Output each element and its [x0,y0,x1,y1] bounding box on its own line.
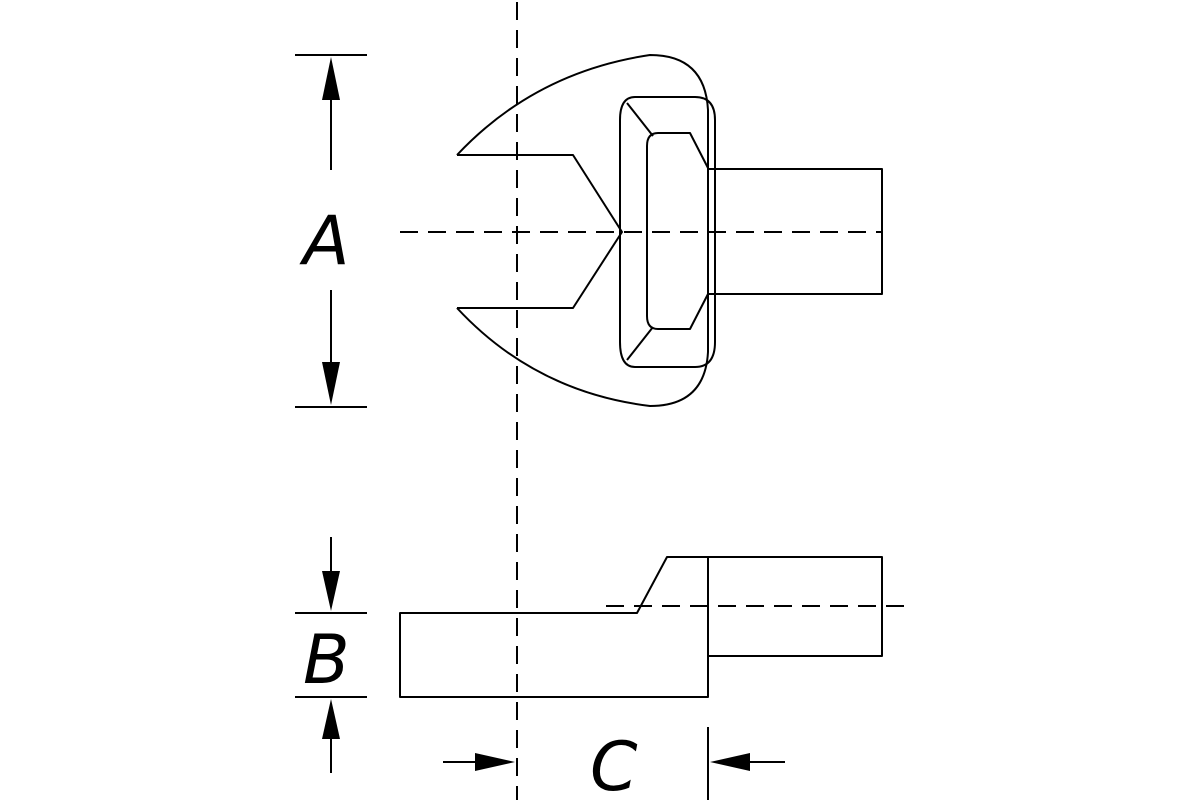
dimension-c: C [443,727,785,800]
chamfer-line-bottom [626,326,654,361]
dimension-b: B [295,537,367,773]
dimension-b-arrow-up [322,699,340,739]
chamfer-line-top [626,102,654,137]
shank-side-view [708,556,883,657]
dimension-a-arrow-down [322,362,340,405]
dimension-b-arrow-down [322,571,340,611]
jaw-head-outline [456,54,709,407]
dimension-label-a: A [299,202,350,281]
side-view [399,556,905,698]
hex-pocket-inner [646,132,709,330]
hex-pocket-outer [619,96,716,368]
dimension-c-arrow-right [475,753,515,771]
dimension-label-c: C [590,728,638,800]
head-side-outline [399,556,709,698]
dimension-a: A [295,54,367,408]
top-view [400,54,883,407]
dimension-c-arrow-left [710,753,750,771]
jaw-opening [457,154,623,309]
dimension-a-arrow-up [322,57,340,100]
dimension-label-b: B [303,621,350,700]
